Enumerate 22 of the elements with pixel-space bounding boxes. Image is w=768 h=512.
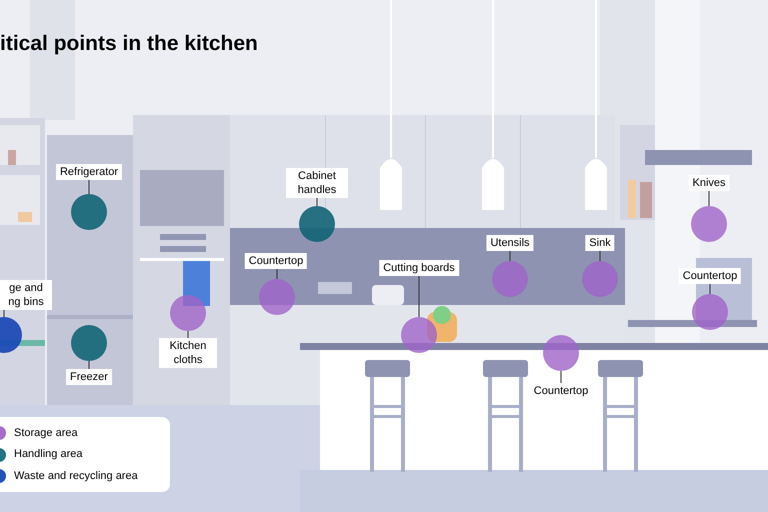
callout-label: Cabinet handles	[286, 168, 348, 198]
legend-label: Handling area	[14, 447, 82, 462]
callout-label: Freezer	[66, 369, 112, 385]
leader-line	[708, 190, 710, 206]
legend-label: Waste and recycling area	[14, 468, 138, 484]
callout-label: Countertop	[678, 268, 742, 284]
title: itical points in the kitchen	[0, 31, 258, 57]
callout-label: Cutting boards	[379, 260, 459, 276]
callout-label: Utensils	[486, 235, 534, 251]
leader-line	[88, 360, 90, 370]
leader-line	[418, 276, 420, 318]
callout-label: Kitchen cloths	[159, 338, 217, 368]
leader-line	[560, 370, 562, 384]
leader-line	[88, 180, 90, 194]
leader-line	[276, 268, 278, 280]
callout-label: Refrigerator	[56, 164, 122, 180]
callout-label: Knives	[688, 175, 730, 191]
callout-label: Countertop	[244, 253, 308, 269]
legend-label: Storage area	[14, 426, 78, 441]
callout-label: Sink	[585, 235, 615, 251]
callout-label: ge and ng bins	[0, 280, 52, 310]
leader-line	[316, 198, 318, 206]
